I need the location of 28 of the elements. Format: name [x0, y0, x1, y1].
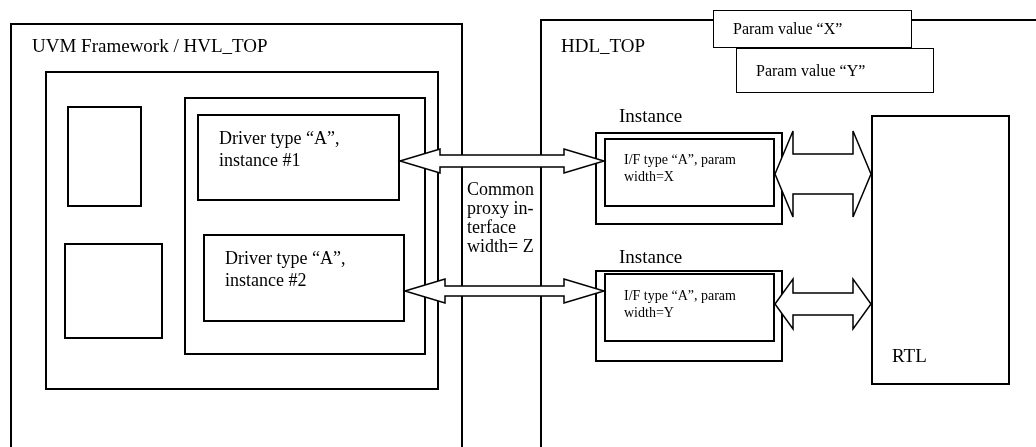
empty-box	[64, 243, 163, 339]
double-arrow	[402, 278, 607, 304]
panel-title: HDL_TOP	[561, 35, 647, 58]
box-label: I/F type “A”, param width=Y	[624, 288, 737, 322]
box-label: Instance	[619, 246, 684, 269]
container-box	[45, 71, 439, 390]
double-arrow	[397, 148, 607, 174]
box-label: Driver type “A”, instance #1	[219, 128, 341, 172]
parameter-box	[713, 10, 912, 48]
box-label: Driver type “A”, instance #2	[225, 248, 347, 292]
driver-box	[197, 114, 400, 201]
double-arrow	[774, 130, 872, 218]
parameter-box	[736, 48, 934, 93]
driver-box	[203, 234, 405, 322]
empty-box	[67, 106, 142, 207]
agent-box	[184, 97, 426, 355]
box-label: Instance	[619, 105, 684, 128]
double-arrow	[774, 276, 872, 332]
box-label: RTL	[892, 345, 928, 368]
rtl-box	[871, 115, 1010, 385]
panel-title: Param value “X”	[733, 19, 844, 39]
panel-title: UVM Framework / HVL_TOP	[32, 35, 269, 58]
box-label: Param value “Y”	[756, 61, 867, 81]
box-label: I/F type “A”, param width=X	[624, 152, 737, 186]
framework-panel	[10, 23, 463, 447]
interface-box	[604, 138, 775, 207]
interface-note: Common proxy in- terface width= Z	[467, 180, 535, 256]
interface-box	[604, 273, 775, 342]
